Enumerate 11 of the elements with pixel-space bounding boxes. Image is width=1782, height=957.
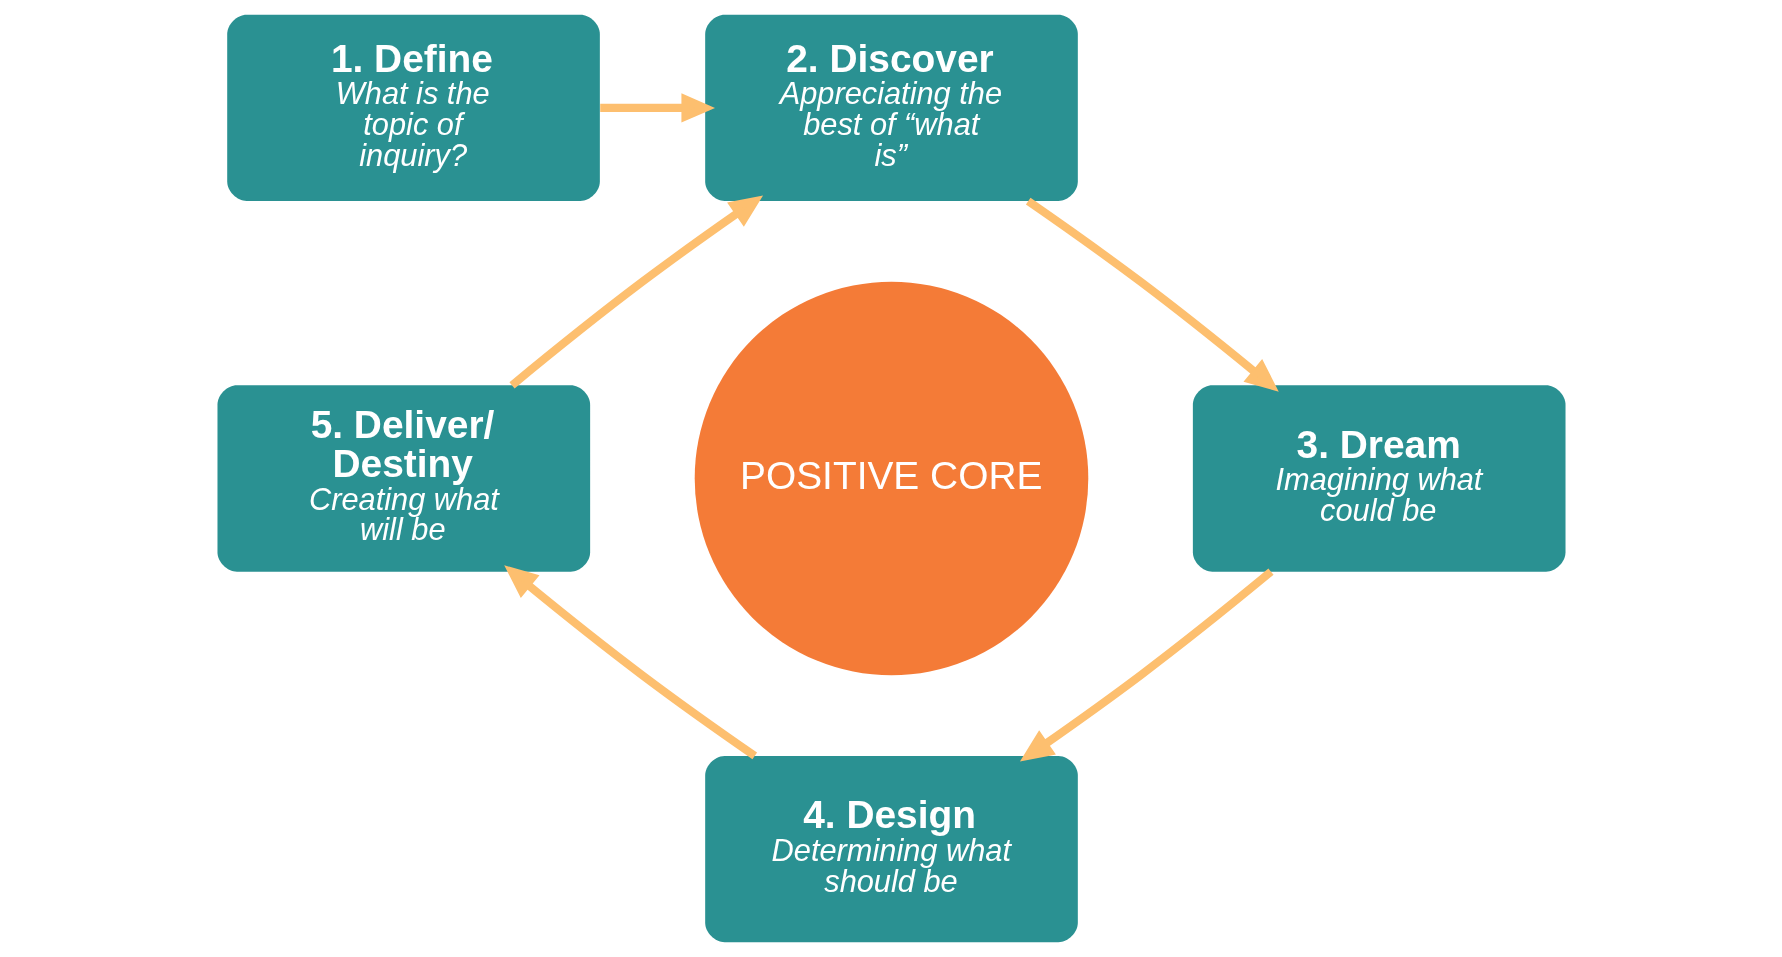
arrow bbox=[1025, 197, 1279, 392]
arrow bbox=[1019, 568, 1274, 762]
arrow bbox=[503, 565, 757, 760]
node-box: 3. Dream Imagining what could be bbox=[1192, 385, 1565, 572]
arrow bbox=[599, 93, 715, 123]
node-box: 5. Deliver/ Destiny Creating what will be bbox=[217, 385, 590, 572]
node-box: 1. Define What is the topic of inquiry? bbox=[226, 14, 600, 202]
node-box: 4. Design Determining what should be bbox=[704, 755, 1078, 943]
node-circle: POSITIVE CORE bbox=[694, 281, 1088, 676]
node-box: 2. Discover Appreciating the best of “what is” bbox=[704, 14, 1078, 202]
arrow bbox=[508, 195, 763, 389]
